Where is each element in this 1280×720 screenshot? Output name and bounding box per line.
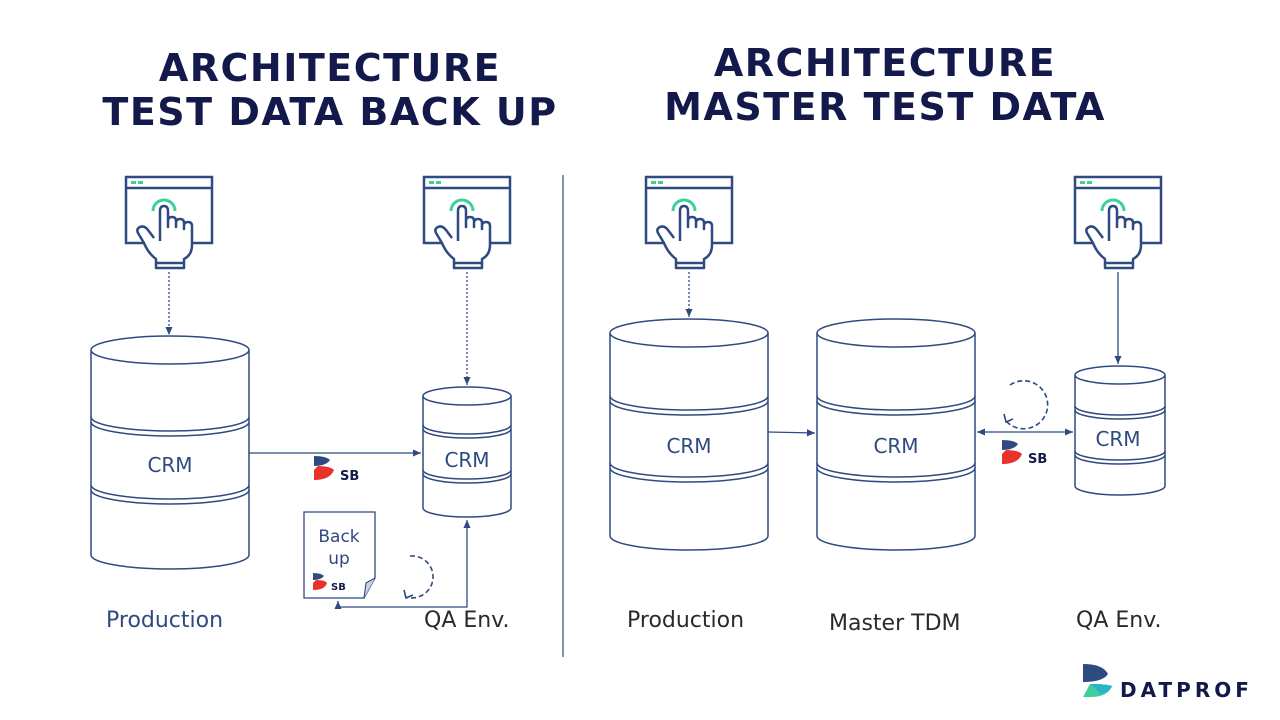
right-title: ARCHITECTURE MASTER TEST DATA <box>615 41 1155 129</box>
right-qa-label: QA Env. <box>1076 608 1162 633</box>
left-refresh-icon <box>403 555 434 600</box>
left-qa-label: QA Env. <box>424 608 510 633</box>
right-production-touch-icon <box>644 175 734 270</box>
left-sb-logo-icon: SB <box>314 456 359 484</box>
master-tdm-crm-label: CRM <box>873 434 919 458</box>
left-title: ARCHITECTURE TEST DATA BACK UP <box>60 46 600 134</box>
backup-sb-text: SB <box>331 582 346 593</box>
right-title-line1: ARCHITECTURE <box>713 41 1057 85</box>
left-qa-touch-icon <box>422 175 512 270</box>
right-sb-text: SB <box>1028 452 1047 467</box>
left-title-line2: TEST DATA BACK UP <box>102 90 558 134</box>
left-qa-database <box>422 386 512 518</box>
master-tdm-label: Master TDM <box>829 611 961 636</box>
left-production-crm-label: CRM <box>147 453 193 477</box>
left-production-label: Production <box>106 608 224 633</box>
left-title-line1: ARCHITECTURE <box>158 46 502 90</box>
right-qa-crm-label: CRM <box>1095 427 1141 451</box>
right-production-label: Production <box>627 608 745 633</box>
backup-line1: Back <box>318 527 360 547</box>
right-production-database <box>609 318 769 551</box>
right-qa-touch-icon <box>1073 175 1163 270</box>
datprof-logo-icon <box>1083 664 1112 697</box>
left-production-touch-icon <box>124 175 214 270</box>
right-refresh-icon <box>1003 380 1049 430</box>
right-sb-logo-icon: SB <box>1002 440 1047 467</box>
left-qa-crm-label: CRM <box>444 448 490 472</box>
backup-line2: up <box>328 549 350 569</box>
right-production-crm-label: CRM <box>666 434 712 458</box>
backup-label: Back up <box>304 526 374 570</box>
master-tdm-database <box>816 318 976 551</box>
right-title-line2: MASTER TEST DATA <box>664 85 1106 129</box>
left-production-database <box>90 335 250 570</box>
left-sb-text: SB <box>340 469 359 484</box>
datprof-brand-name: DATPROF <box>1120 678 1253 702</box>
right-qa-database <box>1074 365 1166 496</box>
